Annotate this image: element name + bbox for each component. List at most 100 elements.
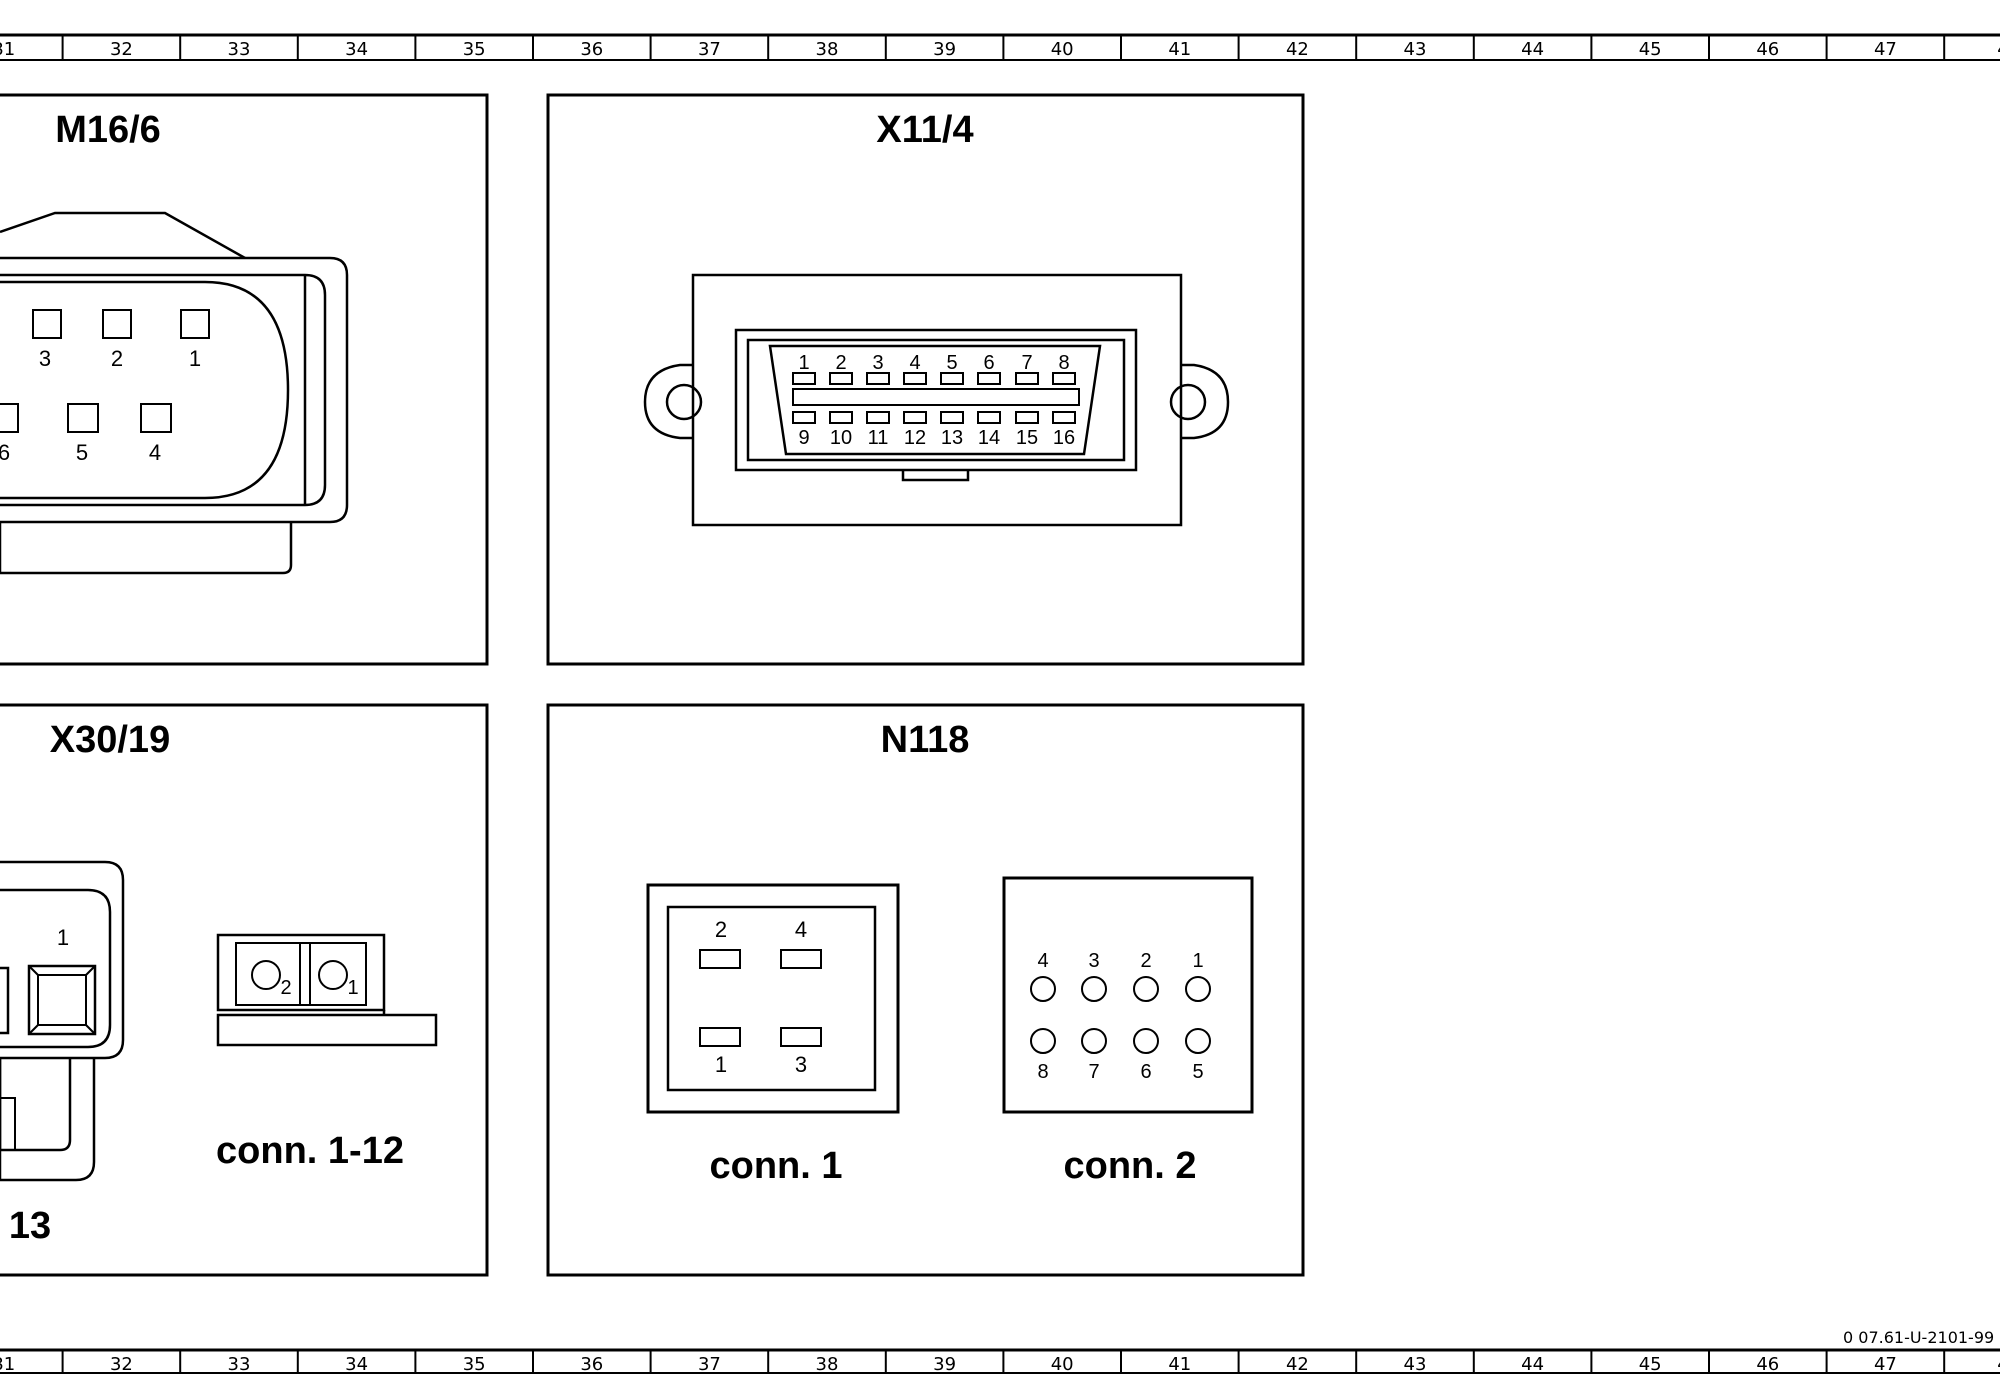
- panel-title-m16-6: M16/6: [55, 109, 161, 151]
- n118-conn-2-pin-label: 1: [1192, 950, 1203, 972]
- n118-conn-2-pin: [1030, 976, 1056, 1002]
- m16-6-pins: 3 2 1 6 5 4: [0, 309, 210, 465]
- x11-4-pin-2: [829, 372, 853, 385]
- panel-title-x30-19: X30/19: [50, 719, 170, 761]
- ruler-column-label: 42: [1286, 1354, 1309, 1375]
- n118-conn-1-pin-1: [699, 1027, 741, 1047]
- n118-conn-1-pin-4: [780, 949, 822, 969]
- m16-6-pin-3: [32, 309, 62, 339]
- ruler-column-label: 40: [1051, 1354, 1074, 1375]
- ruler-column-label: 4: [1997, 39, 2000, 60]
- bottom-column-ruler: 31323334353637383940414243444546474: [0, 1348, 2000, 1375]
- ruler-column-label: 31: [0, 1354, 15, 1375]
- n118-conn-2-pin: [1185, 1028, 1211, 1054]
- x11-4-pin-8: [1052, 372, 1076, 385]
- x11-4-pin-14: [977, 411, 1001, 424]
- ruler-column-label: 38: [816, 39, 839, 60]
- n118-conn-2-pin-label: 6: [1140, 1061, 1151, 1083]
- m16-6-pin-1: [180, 309, 210, 339]
- ruler-column-label: 37: [698, 1354, 721, 1375]
- ruler-column-label: 33: [228, 39, 251, 60]
- panel-title-n118: N118: [881, 719, 970, 761]
- x30-19-connector-drawing: [0, 860, 125, 1182]
- n118-conn-1-pin-2: [699, 949, 741, 969]
- n118-conn-1-pin-label: 3: [795, 1052, 807, 1077]
- n118-conn-2-pin: [1185, 976, 1211, 1002]
- mounting-hole-icon: [1169, 383, 1207, 421]
- x30-19-left-caption: 13: [9, 1205, 51, 1247]
- ruler-column-label: 39: [933, 1354, 956, 1375]
- conn-1-12-pin-label: 2: [280, 977, 291, 999]
- x30-19-conn-1-12-drawing: 2 1: [216, 933, 438, 1047]
- ruler-column-label: 41: [1168, 1354, 1191, 1375]
- x11-4-pin-7: [1015, 372, 1039, 385]
- n118-conn-2-pin-label: 3: [1088, 950, 1099, 972]
- n118-conn-1-pin-3: [780, 1027, 822, 1047]
- ruler-column-label: 47: [1874, 39, 1897, 60]
- x11-4-pin-3: [866, 372, 890, 385]
- ruler-column-label: 43: [1404, 1354, 1427, 1375]
- m16-6-pin-5: [67, 403, 99, 433]
- x11-4-pin-label: 9: [798, 427, 809, 449]
- n118-conn-2-pin-label: 5: [1192, 1061, 1203, 1083]
- ruler-column-label: 36: [580, 1354, 603, 1375]
- n118-conn-2-pin: [1133, 976, 1159, 1002]
- x11-4-pin-label: 14: [978, 427, 1000, 449]
- x11-4-pin-label: 10: [830, 427, 852, 449]
- n118-conn-1-pin-label: 4: [795, 917, 807, 942]
- ruler-column-label: 34: [345, 1354, 368, 1375]
- x11-4-pin-label: 15: [1016, 427, 1038, 449]
- x11-4-pin-label: 2: [835, 352, 846, 374]
- x11-4-pin-label: 7: [1021, 352, 1032, 374]
- ruler-column-label: 44: [1521, 1354, 1544, 1375]
- ruler-column-label: 44: [1521, 39, 1544, 60]
- n118-conn-2-pin: [1030, 1028, 1056, 1054]
- n118-conn-2-caption: conn. 2: [1063, 1145, 1196, 1187]
- top-column-ruler: 31323334353637383940414243444546474: [0, 33, 2000, 61]
- ruler-column-label: 40: [1051, 39, 1074, 60]
- m16-6-pin-label: 1: [189, 346, 201, 371]
- m16-6-pin-label: 3: [39, 346, 51, 371]
- n118-conn-2-pin-label: 4: [1037, 950, 1048, 972]
- n118-conn-1-caption: conn. 1: [709, 1145, 842, 1187]
- ruler-column-label: 38: [816, 1354, 839, 1375]
- ruler-column-label: 36: [580, 39, 603, 60]
- x30-19-conn-1-12-caption: conn. 1-12: [216, 1130, 404, 1172]
- ruler-column-label: 32: [110, 1354, 133, 1375]
- panel-title-x11-4: X11/4: [876, 109, 973, 151]
- n118-conn-1-pin-label: 1: [715, 1052, 727, 1077]
- n118-conn-1-pin-label: 2: [715, 917, 727, 942]
- n118-conn-2-pin: [1133, 1028, 1159, 1054]
- ruler-column-label: 31: [0, 39, 15, 60]
- x11-4-pin-1: [792, 372, 816, 385]
- n118-conn-1-drawing: 2 4 1 3: [646, 883, 900, 1114]
- x11-4-pin-label: 8: [1058, 352, 1069, 374]
- ruler-column-label: 34: [345, 39, 368, 60]
- x11-4-pin-16: [1052, 411, 1076, 424]
- ruler-column-label: 43: [1404, 39, 1427, 60]
- x11-4-pin-label: 13: [941, 427, 963, 449]
- x30-19-pin-label: 1: [57, 925, 69, 950]
- x11-4-pin-10: [829, 411, 853, 424]
- x11-4-pin-5: [940, 372, 964, 385]
- ruler-column-label: 32: [110, 39, 133, 60]
- m16-6-pin-6: [0, 403, 19, 433]
- x11-4-pin-label: 12: [904, 427, 926, 449]
- ruler-column-label: 45: [1639, 1354, 1662, 1375]
- m16-6-pin-label: 5: [76, 440, 88, 465]
- ruler-column-label: 35: [463, 1354, 486, 1375]
- n118-conn-2-pin-label: 8: [1037, 1061, 1048, 1083]
- x11-4-pin-label: 16: [1053, 427, 1075, 449]
- mounting-hole-icon: [665, 383, 703, 421]
- ruler-column-label: 35: [463, 39, 486, 60]
- panel-m16-6: M16/6 3 2 1 6 5 4: [0, 93, 489, 666]
- ruler-column-label: 46: [1756, 39, 1779, 60]
- ruler-column-label: 33: [228, 1354, 251, 1375]
- m16-6-pin-2: [102, 309, 132, 339]
- ruler-column-label: 46: [1756, 1354, 1779, 1375]
